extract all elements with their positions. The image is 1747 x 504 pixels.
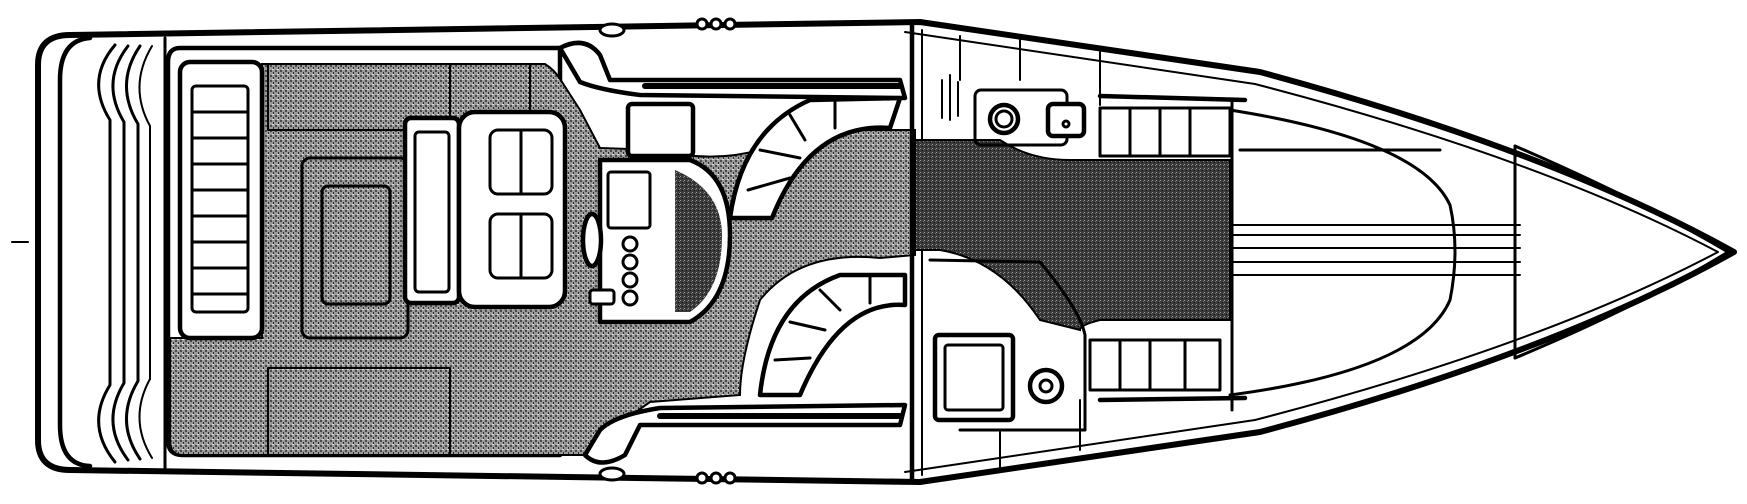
- lounge-seat-lower: [757, 272, 908, 398]
- transom-outer: [57, 35, 93, 469]
- steering-wheel: [580, 211, 604, 269]
- cleat-icon: [598, 17, 737, 485]
- hull: [35, 19, 1737, 485]
- side-deck-port: [557, 40, 908, 101]
- cabin-floor-edge: [928, 258, 1087, 432]
- transom-curve-4: [138, 45, 153, 459]
- cabin: [909, 21, 1521, 485]
- cockpit: [165, 17, 916, 485]
- floor-panel-aft-bottom: [267, 367, 451, 456]
- seat-backrest: [402, 115, 462, 306]
- bench-cushions: [190, 84, 250, 314]
- lounge-seat-upper: [727, 95, 903, 221]
- throttle-lever: [588, 288, 616, 306]
- gauge-cluster-icon: [621, 235, 639, 253]
- transom-curve-3: [125, 44, 142, 461]
- hatch-inner: [320, 184, 392, 306]
- cabin-sole-carpet: [914, 139, 1231, 332]
- settee-upper: [1098, 106, 1232, 158]
- side-deck-starboard: [582, 402, 908, 465]
- seat-back-inner: [413, 130, 451, 294]
- hull-inner-line: [904, 31, 1719, 473]
- head-compartment: [932, 332, 1065, 423]
- helm-console: [580, 101, 733, 325]
- stove-burner: [987, 102, 1021, 136]
- console-display: [606, 170, 652, 230]
- console-dash-shade: [675, 170, 722, 312]
- hull-outline: [35, 19, 1737, 485]
- toilet-icon: [1027, 367, 1065, 405]
- settee-lower: [1088, 338, 1222, 392]
- v-berth-outline: [1228, 108, 1457, 397]
- helm-seat: [402, 109, 568, 310]
- console-upper-pod: [625, 101, 696, 159]
- bow-tip: [1513, 144, 1730, 360]
- v-berth: [1228, 98, 1521, 412]
- head-vanity: [932, 332, 1016, 423]
- transom-curve-1: [97, 43, 117, 464]
- swim-platform: [57, 35, 167, 470]
- transom-curve-2: [111, 44, 130, 462]
- aft-bench-seat: [177, 59, 265, 341]
